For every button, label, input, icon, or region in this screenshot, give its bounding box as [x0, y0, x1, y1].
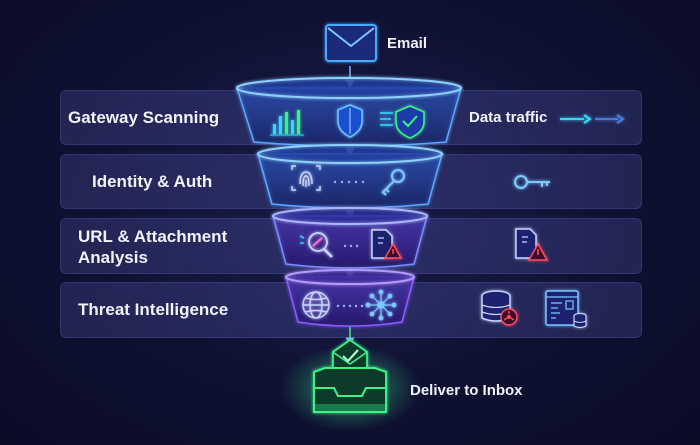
data-traffic-label: Data traffic: [469, 109, 548, 126]
funnel-tier-threat: [285, 269, 415, 327]
dotted-connector: [333, 180, 365, 184]
inbox-check-icon: [313, 338, 387, 413]
deliver-label: Deliver to Inbox: [410, 382, 523, 399]
dotted-connector-3: [336, 304, 364, 308]
document-warning-icon: [371, 229, 403, 259]
funnel-tier-analysis: [272, 207, 428, 269]
server-window-icon: [545, 290, 587, 329]
email-label: Email: [387, 35, 428, 52]
stage-label-gateway: Gateway Scanning: [68, 108, 220, 127]
shield-check-icon: [380, 105, 425, 139]
funnel-tier-identity: [257, 144, 443, 209]
dotted-connector-2: [343, 244, 359, 248]
bar-chart-icon: [270, 110, 304, 136]
database-biohazard-icon: [481, 290, 518, 326]
key-icon-side: [514, 175, 550, 189]
network-icon: [365, 289, 397, 321]
traffic-arrows: [560, 114, 625, 124]
stage-label-identity: Identity & Auth: [92, 172, 213, 191]
globe-icon: [302, 291, 330, 319]
document-warning-icon-side: [515, 228, 549, 261]
key-icon: [381, 169, 405, 196]
shield-icon: [337, 104, 363, 138]
stage-label-threat: Threat Intelligence: [78, 300, 229, 319]
envelope-icon: [325, 24, 377, 62]
stage-label-analysis: URL & Attachment Analysis: [78, 227, 228, 267]
link-search-icon: [299, 232, 333, 258]
fingerprint-icon: [291, 165, 321, 191]
